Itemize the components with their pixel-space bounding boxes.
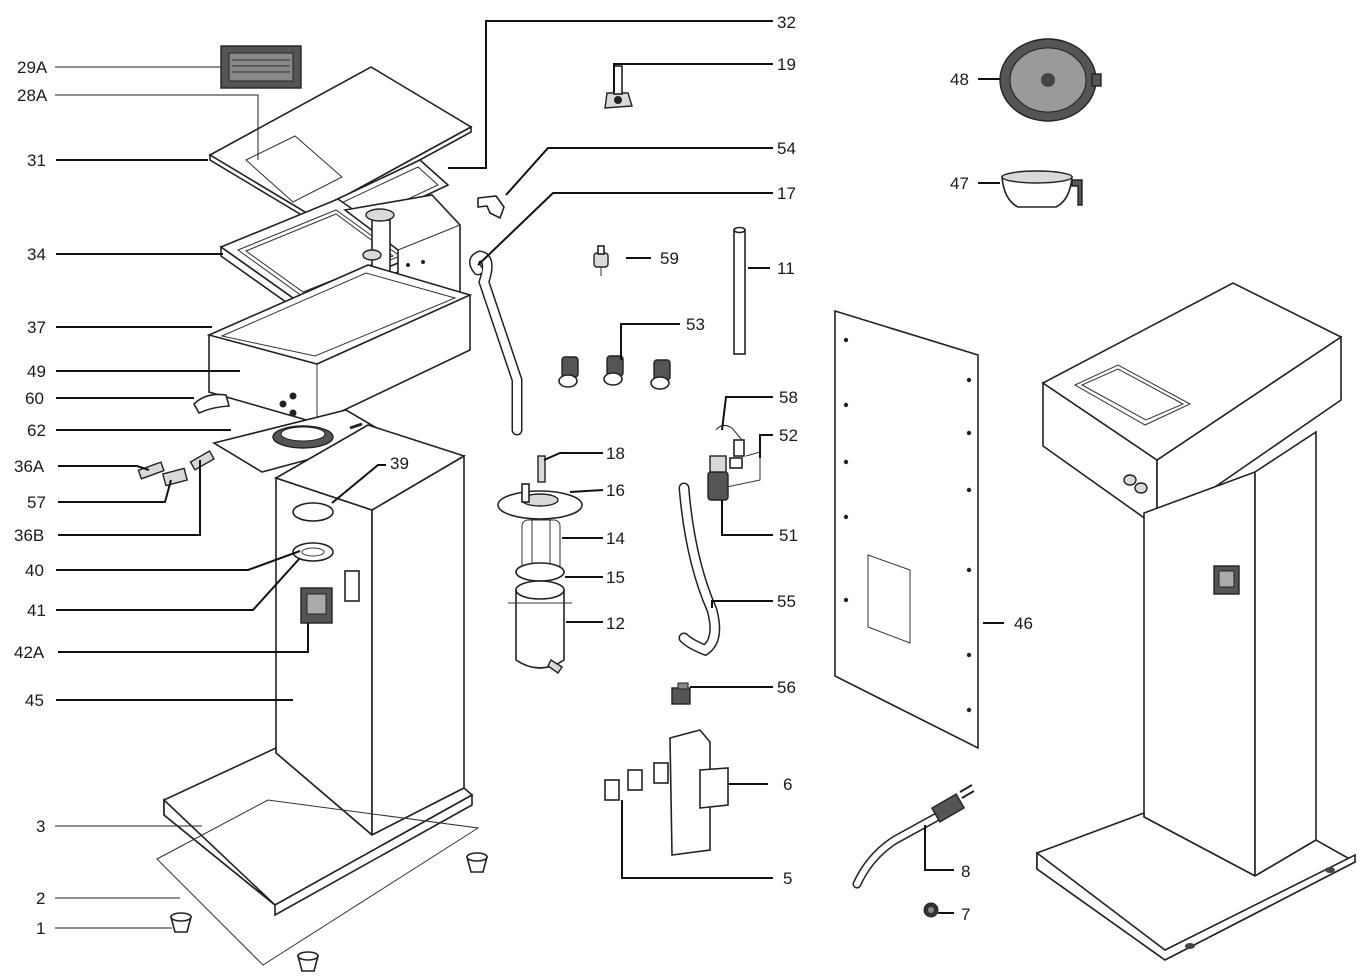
callout-14: 14	[606, 529, 625, 548]
callout-31: 31	[27, 151, 46, 170]
part-17-hose	[469, 250, 523, 436]
part-52-bracket	[721, 451, 761, 489]
callout-45: 45	[25, 691, 44, 710]
callout-6: 6	[783, 775, 792, 794]
part-36B-fitting	[189, 450, 215, 471]
callout-18: 18	[606, 444, 625, 463]
callout-57: 57	[27, 493, 46, 512]
callout-16: 16	[606, 481, 625, 500]
callout-32: 32	[777, 13, 796, 32]
callout-41: 41	[27, 601, 46, 620]
part-47-funnel	[1001, 170, 1083, 208]
callout-36B: 36B	[14, 526, 44, 545]
part-2-pad	[156, 799, 480, 966]
callout-51: 51	[779, 526, 798, 545]
callout-46: 46	[1014, 614, 1033, 633]
part-51-solenoid	[707, 455, 743, 501]
part-5-6-terminal-bracket	[604, 729, 729, 856]
part-53-valves	[558, 355, 671, 390]
callout-3: 3	[36, 817, 45, 836]
callout-49: 49	[27, 362, 46, 381]
part-45-column	[274, 424, 466, 837]
part-36A-fitting	[137, 461, 165, 480]
part-59-sensor	[593, 245, 609, 276]
callout-60: 60	[25, 389, 44, 408]
part-8-cord	[852, 784, 975, 889]
part-15-gasket	[515, 562, 565, 582]
callout-58: 58	[779, 388, 798, 407]
callout-47: 47	[950, 174, 969, 193]
part-60-elbow	[193, 393, 231, 415]
callout-56: 56	[777, 678, 796, 697]
part-55-hose	[678, 482, 721, 657]
part-39-gasket	[292, 502, 334, 522]
callout-39: 39	[390, 454, 409, 473]
callout-2: 2	[36, 889, 45, 908]
leader-lines	[55, 20, 1004, 929]
part-54-elbow	[477, 195, 505, 220]
part-46-panel	[834, 309, 979, 750]
part-7-grommet	[923, 902, 939, 918]
callout-17: 17	[777, 184, 796, 203]
callout-15: 15	[606, 568, 625, 587]
callout-29A: 29A	[17, 58, 48, 77]
part-40-gasket	[292, 542, 334, 562]
callout-34: 34	[27, 245, 46, 264]
part-29A-grille	[220, 45, 302, 89]
callout-62: 62	[27, 421, 46, 440]
callout-8: 8	[961, 862, 970, 881]
callout-labels: 29A 28A 31 34 37 49 60 62 36A 57 36B 40 …	[14, 13, 1033, 938]
part-12-tank	[508, 580, 572, 674]
callout-52: 52	[779, 426, 798, 445]
callout-12: 12	[606, 614, 625, 633]
part-3-base	[163, 746, 474, 917]
part-42A-switch	[300, 587, 333, 624]
part-11-tube	[733, 226, 746, 355]
part-57-fitting	[161, 467, 189, 487]
part-16-tank-lid	[497, 483, 583, 520]
part-1-feet	[169, 852, 489, 972]
part-49-box	[206, 264, 473, 424]
callout-42A: 42A	[14, 643, 45, 662]
callout-40: 40	[25, 561, 44, 580]
callout-59: 59	[660, 249, 679, 268]
part-19-bracket	[604, 65, 633, 109]
callout-5: 5	[783, 869, 792, 888]
part-18-probe	[537, 455, 546, 483]
part-58-bracket	[715, 424, 745, 457]
callout-53: 53	[686, 315, 705, 334]
callout-28A: 28A	[17, 86, 48, 105]
callout-1: 1	[36, 919, 45, 938]
callout-11: 11	[777, 259, 795, 278]
callout-7: 7	[961, 905, 970, 924]
part-48-funnel	[999, 38, 1102, 122]
callout-37: 37	[27, 318, 46, 337]
part-56-switch	[671, 682, 691, 705]
callout-36A: 36A	[14, 457, 45, 476]
callout-54: 54	[777, 139, 796, 158]
assembled-unit	[1036, 282, 1357, 961]
callout-19: 19	[777, 55, 796, 74]
callout-55: 55	[777, 592, 796, 611]
callout-48: 48	[950, 70, 969, 89]
